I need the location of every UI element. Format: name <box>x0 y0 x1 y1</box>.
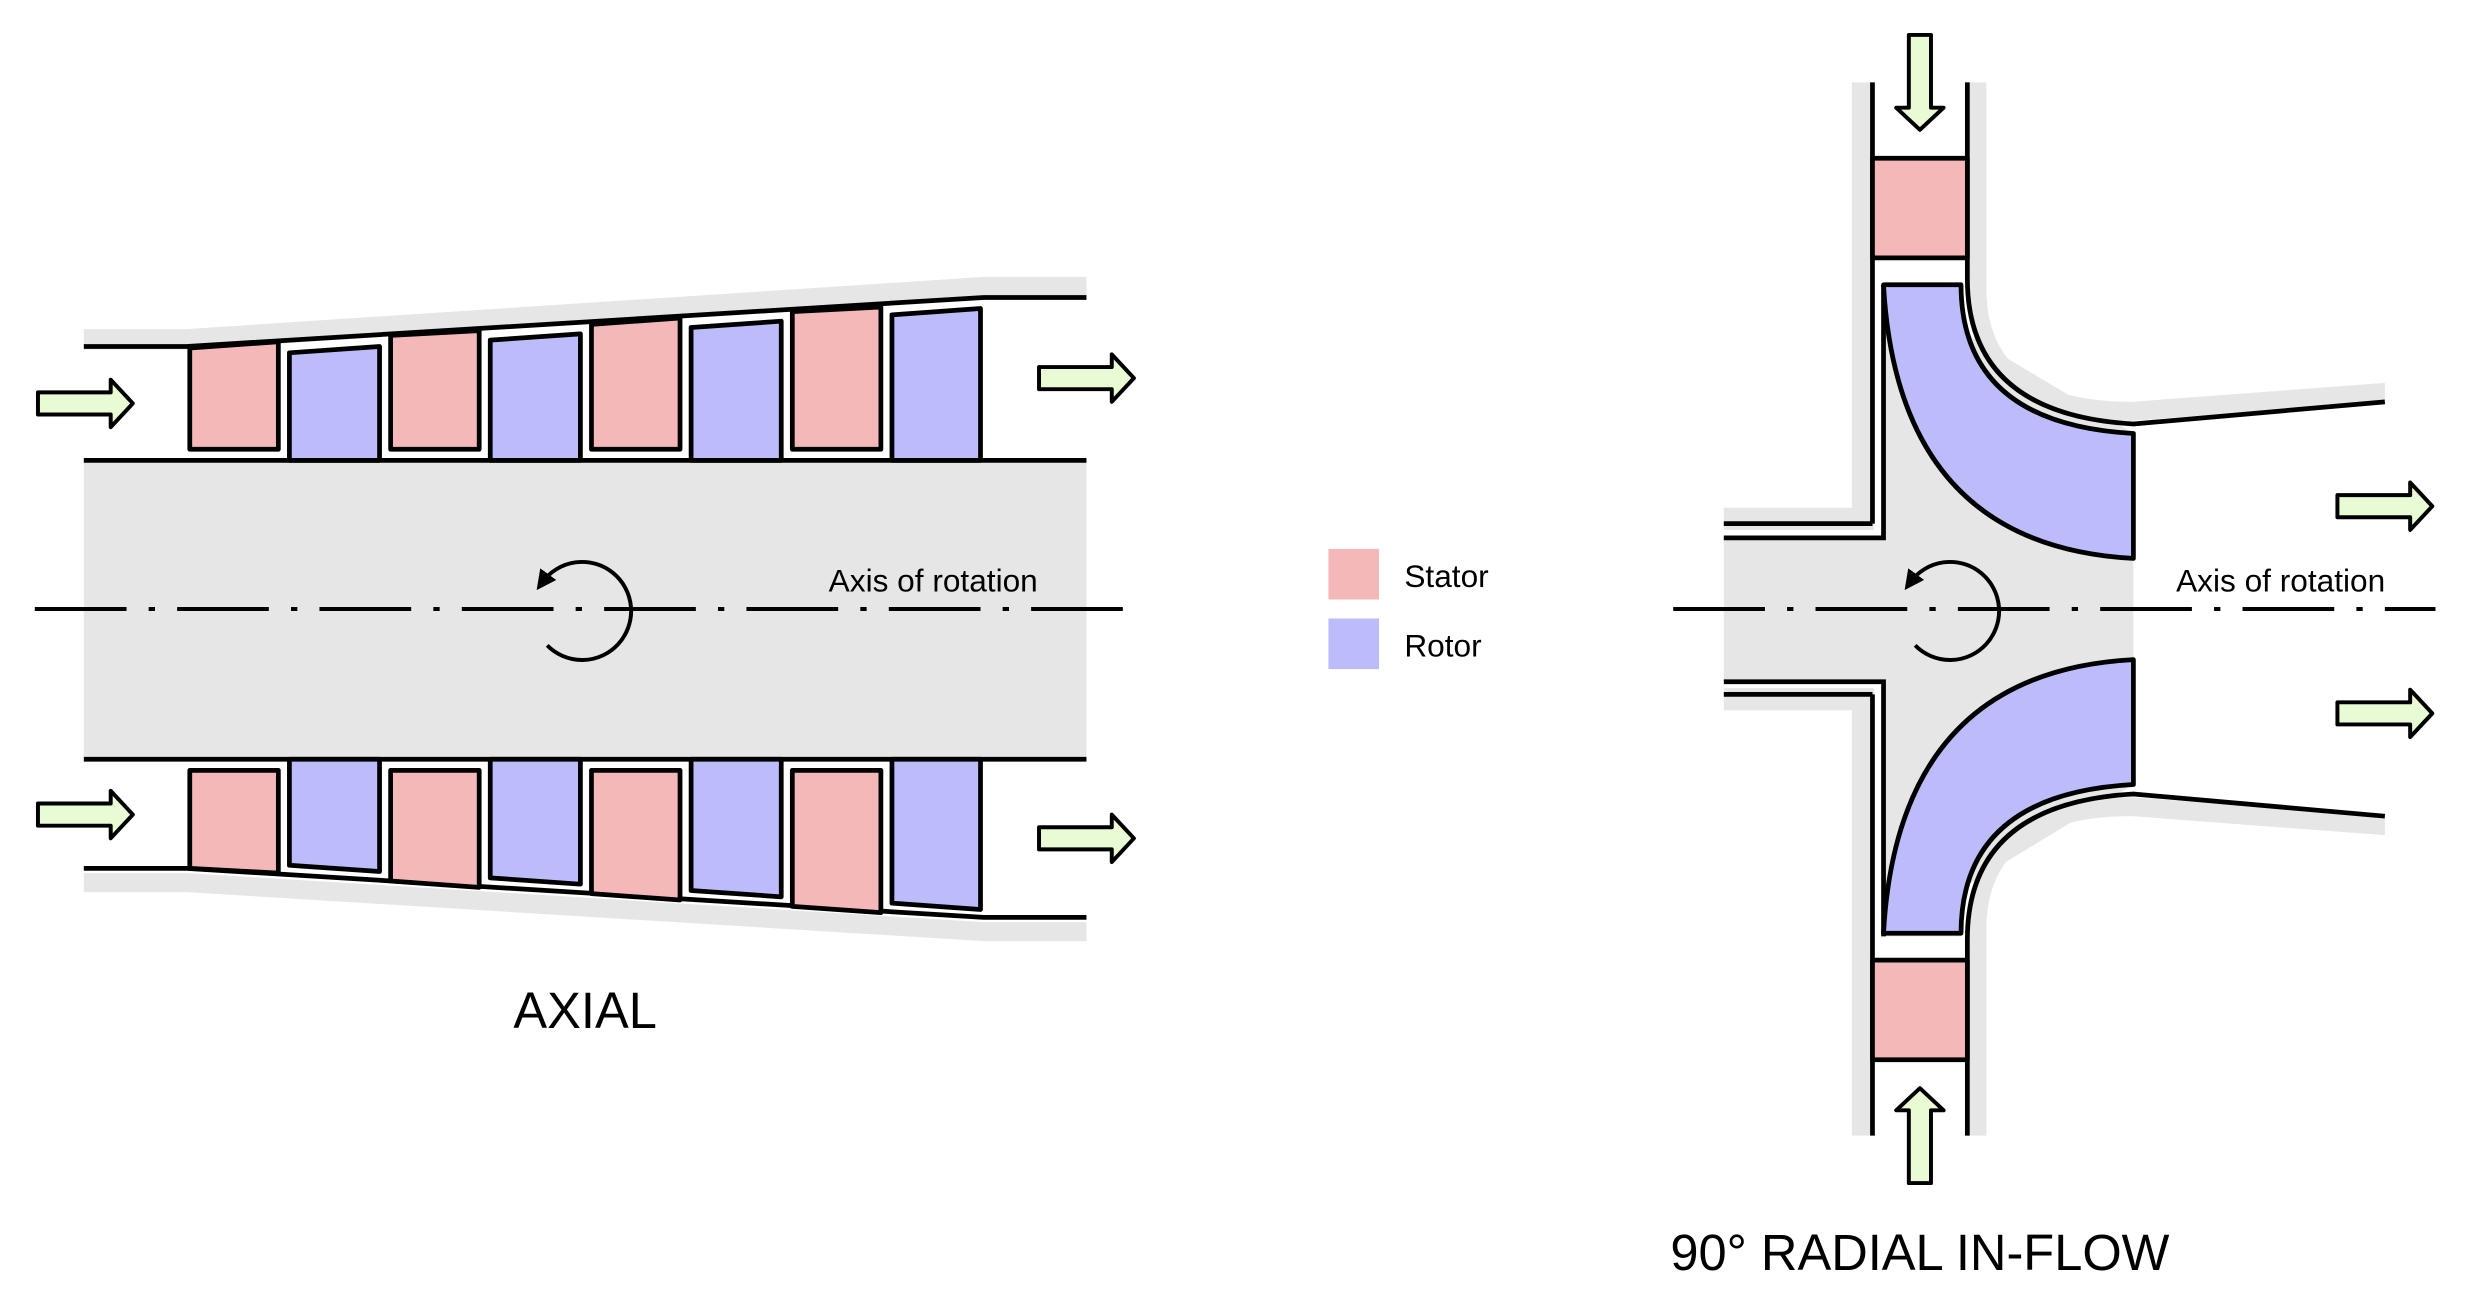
axial-outlet-arrow-top <box>1037 352 1136 404</box>
radial-rotor-upper <box>1881 282 2136 561</box>
radial-casing-left <box>1723 82 1875 530</box>
axial-inlet-arrow-top <box>35 377 135 430</box>
axial-rotor-top-2 <box>487 331 583 463</box>
axial-inlet-arrow-bottom <box>35 788 135 841</box>
axial-stator-bottom-1 <box>187 767 281 876</box>
legend-stator-swatch <box>1328 548 1380 600</box>
axial-rotor-top-3 <box>688 318 784 463</box>
axial-bottom-casing <box>83 873 1087 942</box>
axial-rotor-bottom-1 <box>287 756 382 874</box>
axial-stator-bottom-2 <box>388 767 482 890</box>
radial-stator-bottom <box>1870 957 1970 1063</box>
axial-bottom-wall <box>83 865 1087 920</box>
axial-stator-bottom-3 <box>589 767 683 903</box>
axial-top-casing <box>83 276 1087 350</box>
radial-inlet-arrow-bottom <box>1894 1086 1946 1186</box>
legend-rotor-swatch <box>1328 618 1380 670</box>
axial-rotor-top-1 <box>287 344 382 463</box>
axial-stator-top-3 <box>589 315 683 452</box>
radial-casing-right-upper <box>1967 82 2385 421</box>
radial-hub-edge-top <box>1723 284 1886 541</box>
axial-stator-top-2 <box>388 328 482 452</box>
axial-title: AXIAL <box>513 982 656 1039</box>
radial-rotor-lower <box>1881 657 2136 936</box>
axial-rotor-bottom-2 <box>487 756 583 887</box>
radial-title: 90° RADIAL IN-FLOW <box>1670 1224 2169 1281</box>
legend: Stator Rotor <box>1328 548 1489 670</box>
axial-stator-top-1 <box>187 339 281 452</box>
axial-rotor-top-4 <box>889 306 983 463</box>
axial-top-wall <box>83 295 1087 349</box>
axial-rotation-arrow <box>536 559 634 662</box>
radial-inlet-arrow-top <box>1894 32 1946 132</box>
radial-stator-top <box>1870 155 1970 261</box>
axial-axis-label: Axis of rotation <box>829 563 1038 599</box>
axial-stator-bottom-4 <box>789 767 884 916</box>
radial-outlet-arrow-top <box>2335 480 2435 532</box>
radial-shroud-bottom <box>1964 791 2386 940</box>
radial-rotation-arrow <box>1904 559 2002 662</box>
radial-axis-label: Axis of rotation <box>2176 563 2385 599</box>
axial-stator-top-4 <box>789 304 884 452</box>
axial-rotor-bottom-4 <box>889 756 983 912</box>
legend-stator-label: Stator <box>1404 558 1488 594</box>
radial-outlet-arrow-bottom <box>2335 687 2435 740</box>
axial-turbine: Axis of rotation AXIAL <box>34 276 1139 1039</box>
radial-hub-edge-bottom <box>1723 679 1886 937</box>
radial-casing-right-lower <box>1967 797 2385 1136</box>
radial-casing-left-lower <box>1723 688 1875 1136</box>
axial-outlet-arrow-bottom <box>1037 812 1136 865</box>
radial-turbine: Axis of rotation 90° RADIAL IN-FLOW <box>1670 32 2436 1281</box>
radial-shroud-top <box>1964 278 2386 427</box>
axial-rotor-bottom-3 <box>688 756 784 900</box>
legend-rotor-label: Rotor <box>1404 627 1481 663</box>
